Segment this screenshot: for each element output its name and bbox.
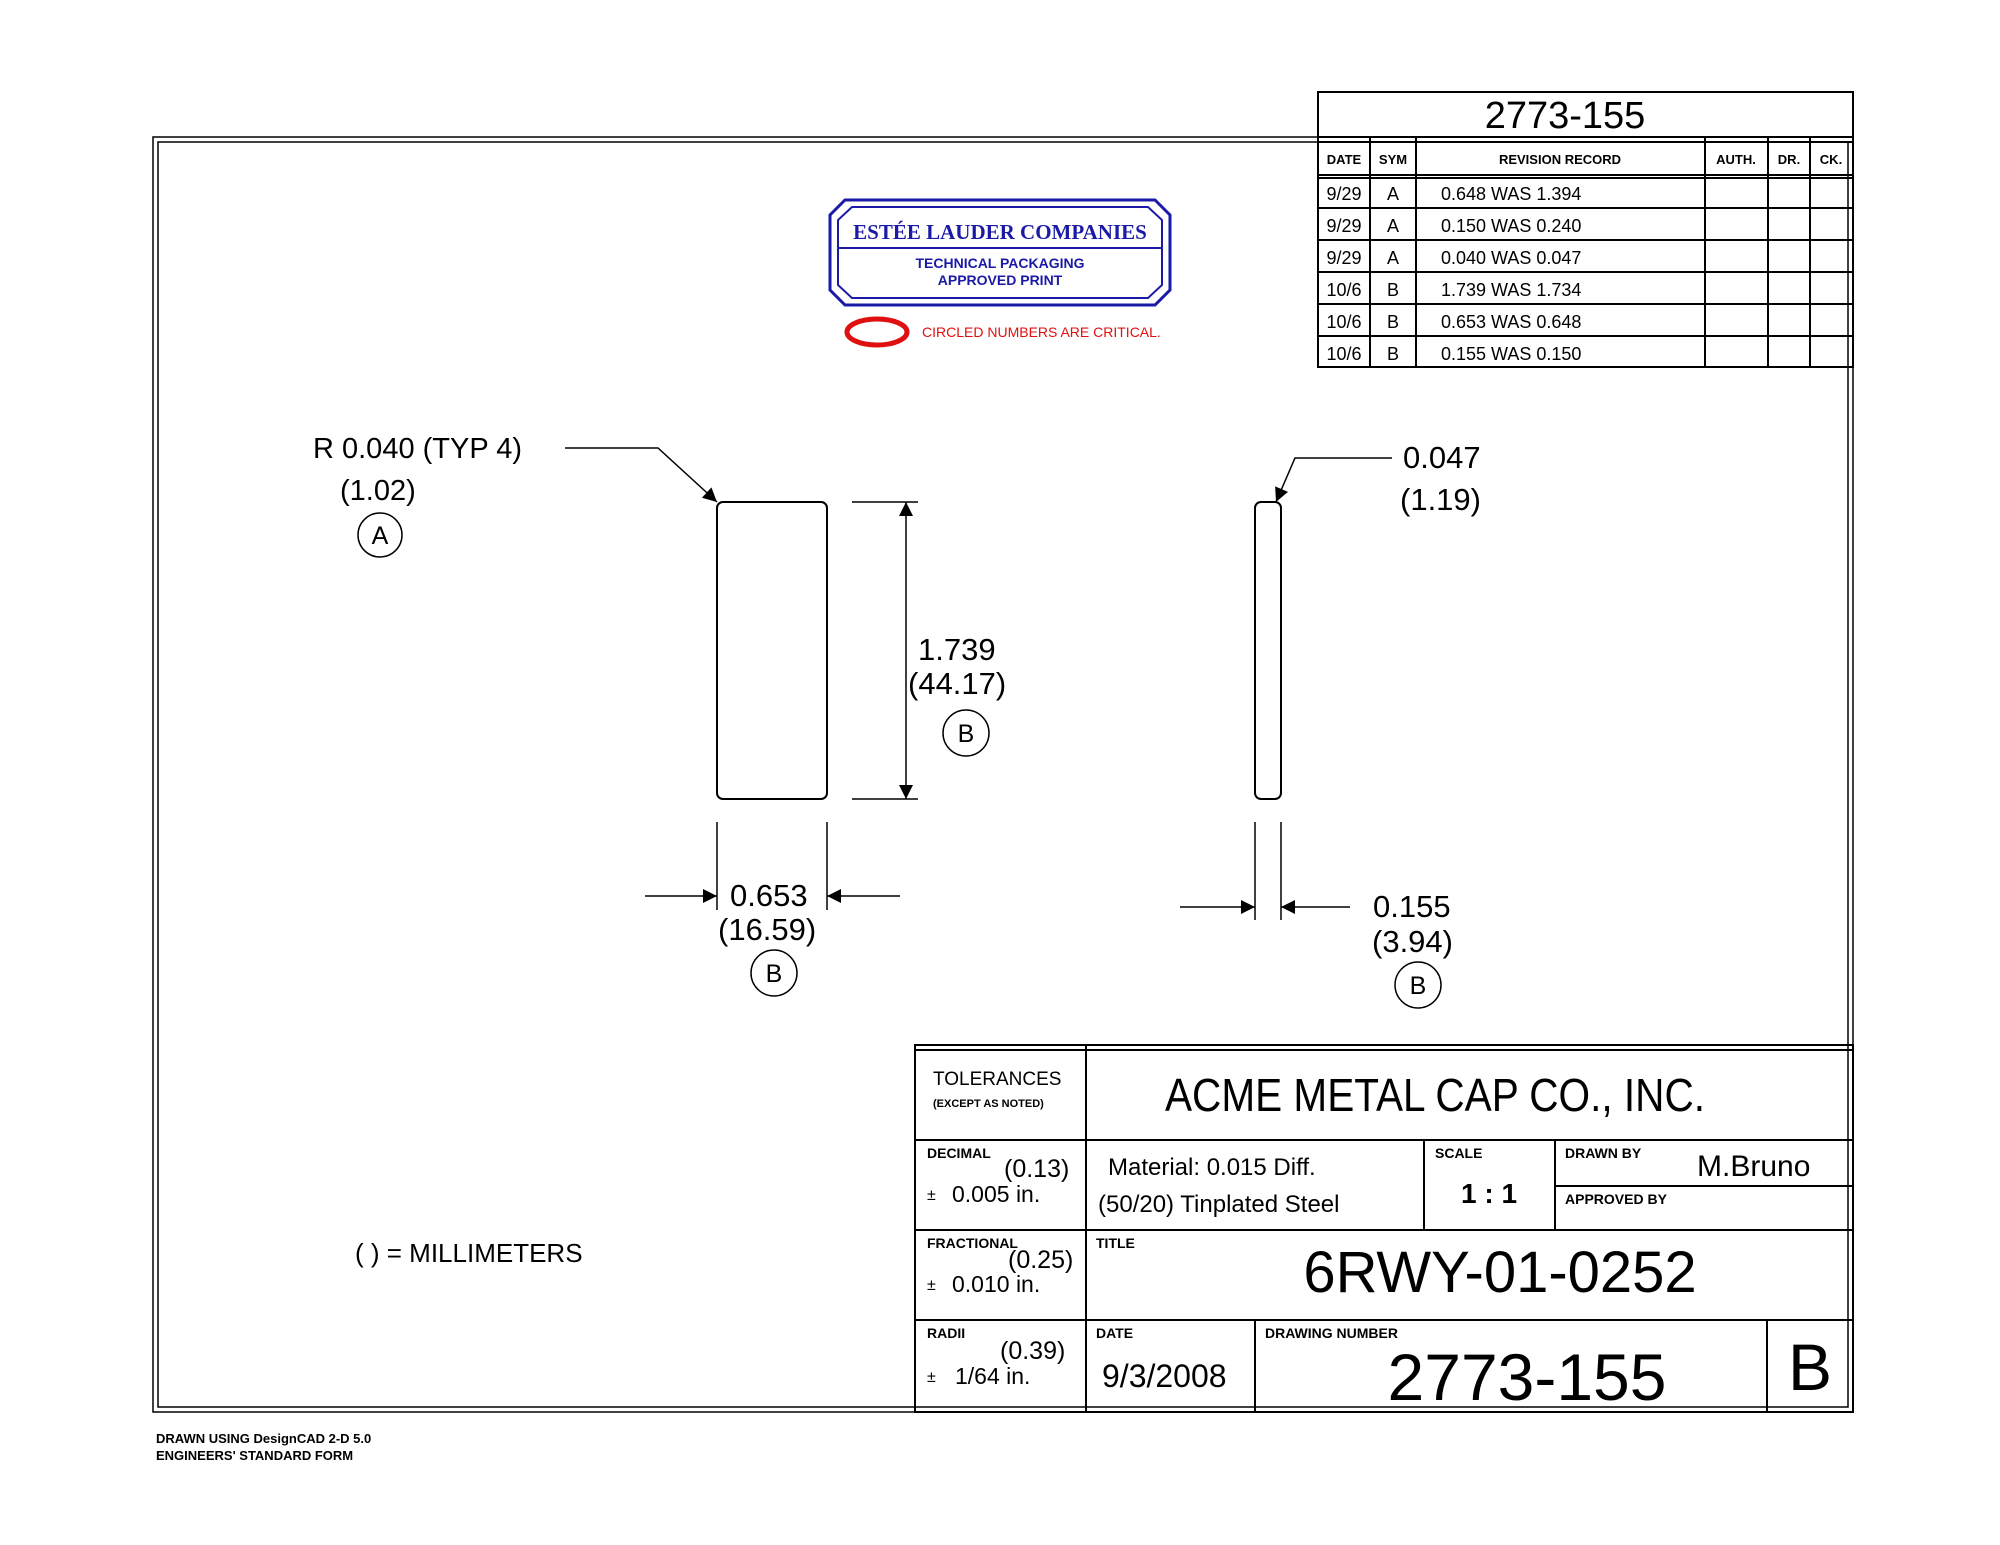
company-name: ACME METAL CAP CO., INC.	[1165, 1069, 1705, 1121]
fractional-pm: ±	[927, 1277, 936, 1294]
rev-row-sym: B	[1387, 280, 1399, 300]
rev-row-record: 1.739 WAS 1.734	[1441, 280, 1581, 300]
rev-row-date: 9/29	[1326, 184, 1361, 204]
height-inch: 1.739	[918, 632, 996, 667]
approved-by-label: APPROVED BY	[1565, 1191, 1668, 1207]
radius-tag: A	[372, 522, 389, 550]
edge-callout: 0.047 (1.19)	[1275, 440, 1481, 517]
rev-row-date: 10/6	[1326, 280, 1361, 300]
rev-row-record: 0.653 WAS 0.648	[1441, 312, 1581, 332]
radius-tag-circle	[357, 512, 403, 558]
footer-line1: DRAWN USING DesignCAD 2-D 5.0	[156, 1431, 371, 1446]
rev-header-record: REVISION RECORD	[1499, 152, 1621, 167]
rev-row-date: 10/6	[1326, 312, 1361, 332]
radius-callout: R 0.040 (TYP 4) (1.02) A	[313, 433, 718, 558]
fractional-value: 0.010 in.	[952, 1271, 1040, 1297]
rev-header-sym: SYM	[1379, 152, 1407, 167]
height-mm: (44.17)	[908, 666, 1006, 701]
title-block: TOLERANCES (EXCEPT AS NOTED) ACME METAL …	[914, 1044, 1854, 1414]
thickness-tag-circle	[1394, 961, 1442, 1009]
decimal-mm: (0.13)	[1004, 1155, 1069, 1183]
decimal-value: 0.005 in.	[952, 1181, 1040, 1207]
height-tag: B	[958, 720, 975, 748]
thickness-inch: 0.155	[1373, 889, 1451, 924]
width-dimension: 0.653 (16.59) B	[645, 822, 900, 997]
drawing-date: 9/3/2008	[1102, 1358, 1227, 1394]
rev-header-date: DATE	[1327, 152, 1362, 167]
rev-row-date: 9/29	[1326, 248, 1361, 268]
scale-value: 1 : 1	[1461, 1178, 1517, 1209]
revision-letter: B	[1788, 1330, 1832, 1404]
rev-row-record: 0.150 WAS 0.240	[1441, 216, 1581, 236]
edge-mm: (1.19)	[1400, 482, 1481, 517]
drawing-number-label: DRAWING NUMBER	[1265, 1325, 1398, 1341]
height-dimension: 1.739 (44.17) B	[852, 501, 1006, 800]
date-label: DATE	[1096, 1325, 1133, 1341]
rev-row-record: 0.040 WAS 0.047	[1441, 248, 1581, 268]
critical-oval-icon	[844, 316, 910, 348]
except-label: (EXCEPT AS NOTED)	[933, 1098, 1044, 1110]
stamp-company: ESTÉE LAUDER COMPANIES	[853, 220, 1147, 244]
decimal-pm: ±	[927, 1187, 936, 1204]
rev-row-record: 0.648 WAS 1.394	[1441, 184, 1581, 204]
rev-header-ck: CK.	[1820, 152, 1842, 167]
radius-inch: R 0.040 (TYP 4)	[313, 433, 522, 465]
radius-mm: (1.02)	[340, 475, 416, 507]
thickness-mm: (3.94)	[1372, 924, 1453, 959]
rev-header-dr: DR.	[1778, 152, 1800, 167]
revision-block: 2773-155 DATE SYM REVISION RECORD AUTH. …	[1317, 91, 1854, 368]
rev-row-record: 0.155 WAS 0.150	[1441, 344, 1581, 364]
height-tag-circle	[942, 709, 990, 757]
thickness-tag: B	[1410, 972, 1427, 1000]
drawn-by-label: DRAWN BY	[1565, 1145, 1642, 1161]
footer-line2: ENGINEERS' STANDARD FORM	[156, 1448, 353, 1463]
critical-note: CIRCLED NUMBERS ARE CRITICAL.	[922, 324, 1161, 340]
material-line2: (50/20) Tinplated Steel	[1098, 1191, 1340, 1218]
rev-row-sym: A	[1387, 248, 1399, 268]
radii-value: 1/64 in.	[955, 1363, 1030, 1389]
width-inch: 0.653	[730, 878, 808, 913]
edge-inch: 0.047	[1403, 440, 1481, 475]
rev-header-auth: AUTH.	[1716, 152, 1756, 167]
fractional-mm: (0.25)	[1008, 1246, 1073, 1274]
fractional-label: FRACTIONAL	[927, 1235, 1018, 1251]
radii-pm: ±	[927, 1369, 936, 1386]
rev-row-sym: B	[1387, 344, 1399, 364]
width-mm: (16.59)	[718, 912, 816, 947]
material-line1: Material: 0.015 Diff.	[1108, 1154, 1316, 1181]
width-tag-circle	[750, 949, 798, 997]
rev-row-date: 9/29	[1326, 216, 1361, 236]
approval-stamp: ESTÉE LAUDER COMPANIES TECHNICAL PACKAGI…	[828, 198, 1172, 348]
decimal-label: DECIMAL	[927, 1145, 991, 1161]
part-side-view	[1254, 501, 1282, 800]
stamp-line1: TECHNICAL PACKAGING	[915, 255, 1084, 271]
tolerances-label: TOLERANCES	[933, 1069, 1061, 1090]
radii-label: RADII	[927, 1325, 965, 1341]
rev-row-date: 10/6	[1326, 344, 1361, 364]
rev-row-sym: A	[1387, 216, 1399, 236]
units-note: ( ) = MILLIMETERS	[355, 1238, 583, 1268]
revision-drawing-number: 2773-155	[1485, 95, 1646, 137]
drawing-number: 2773-155	[1388, 1340, 1667, 1414]
part-front-view	[716, 501, 828, 800]
rev-row-sym: A	[1387, 184, 1399, 204]
drawn-by: M.Bruno	[1697, 1150, 1810, 1183]
width-tag: B	[766, 960, 783, 988]
radii-mm: (0.39)	[1000, 1337, 1065, 1365]
title-label: TITLE	[1096, 1235, 1135, 1251]
scale-label: SCALE	[1435, 1145, 1482, 1161]
part-title: 6RWY-01-0252	[1303, 1240, 1696, 1305]
thickness-dimension: 0.155 (3.94) B	[1180, 822, 1453, 1009]
rev-row-sym: B	[1387, 312, 1399, 332]
stamp-line2: APPROVED PRINT	[938, 272, 1063, 288]
